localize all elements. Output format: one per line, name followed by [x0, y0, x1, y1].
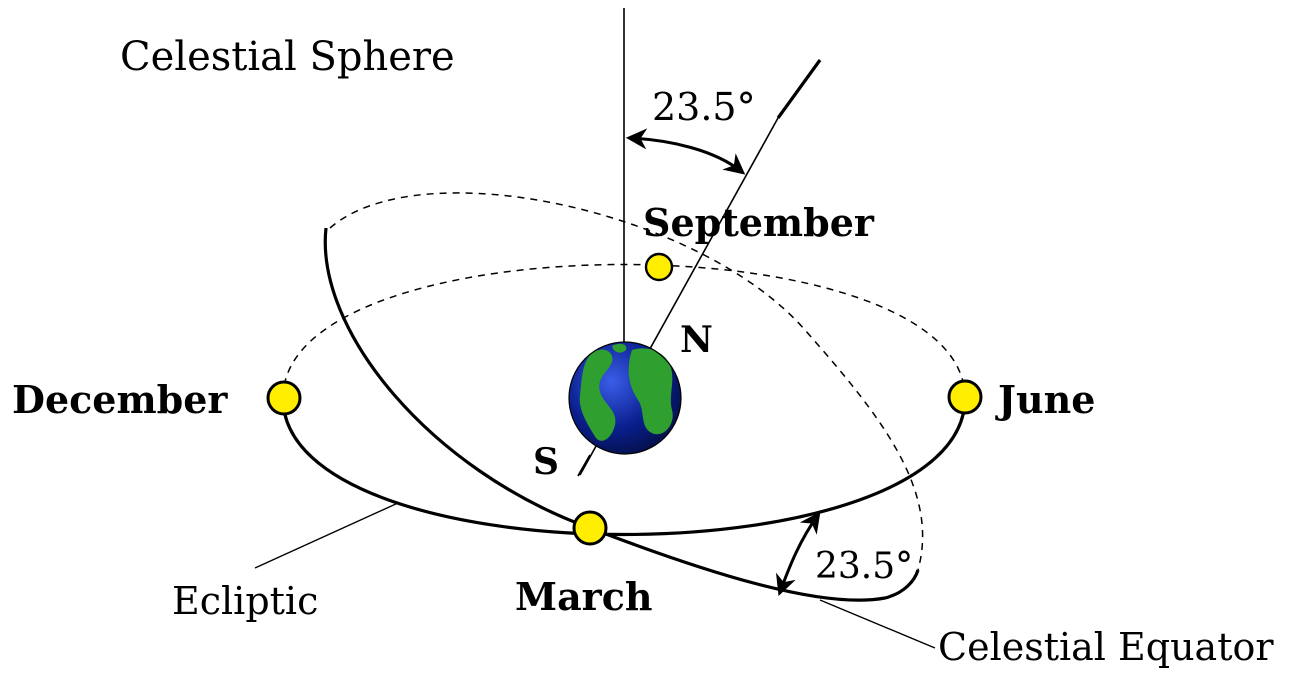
sun-december — [266, 380, 302, 416]
march-label: March — [515, 574, 652, 619]
sun-march — [572, 510, 608, 546]
title-label: Celestial Sphere — [120, 34, 455, 80]
equator-back-arc — [282, 263, 966, 399]
ecliptic-front-arc — [323, 227, 920, 602]
ecliptic-tilt-arrow — [775, 511, 821, 596]
december-label: December — [12, 377, 228, 422]
earth-axis-thick — [776, 59, 822, 119]
earth-land-americas — [579, 349, 616, 441]
axial-tilt-label: 23.5° — [652, 85, 756, 129]
ecliptic-tilt-label: 23.5° — [815, 546, 913, 587]
equator-front-arc — [281, 397, 967, 536]
june-label: June — [995, 377, 1095, 422]
ecliptic-back-arc — [329, 192, 924, 571]
sun-september — [644, 252, 674, 282]
axial-tilt-arrow — [625, 128, 746, 175]
september-label: September — [643, 200, 875, 245]
earth-axis-south — [577, 454, 591, 477]
equator-leader-line — [819, 599, 936, 649]
earth-land-greenland — [612, 343, 627, 353]
earth-land-europe-africa — [628, 348, 673, 435]
south-pole-label: S — [533, 441, 559, 483]
celestial-equator-label: Celestial Equator — [938, 625, 1274, 669]
earth-globe — [568, 341, 682, 455]
sun-june — [947, 379, 983, 415]
ecliptic-label: Ecliptic — [172, 579, 318, 623]
ecliptic-leader-line — [254, 502, 399, 569]
north-pole-label: N — [680, 319, 713, 361]
